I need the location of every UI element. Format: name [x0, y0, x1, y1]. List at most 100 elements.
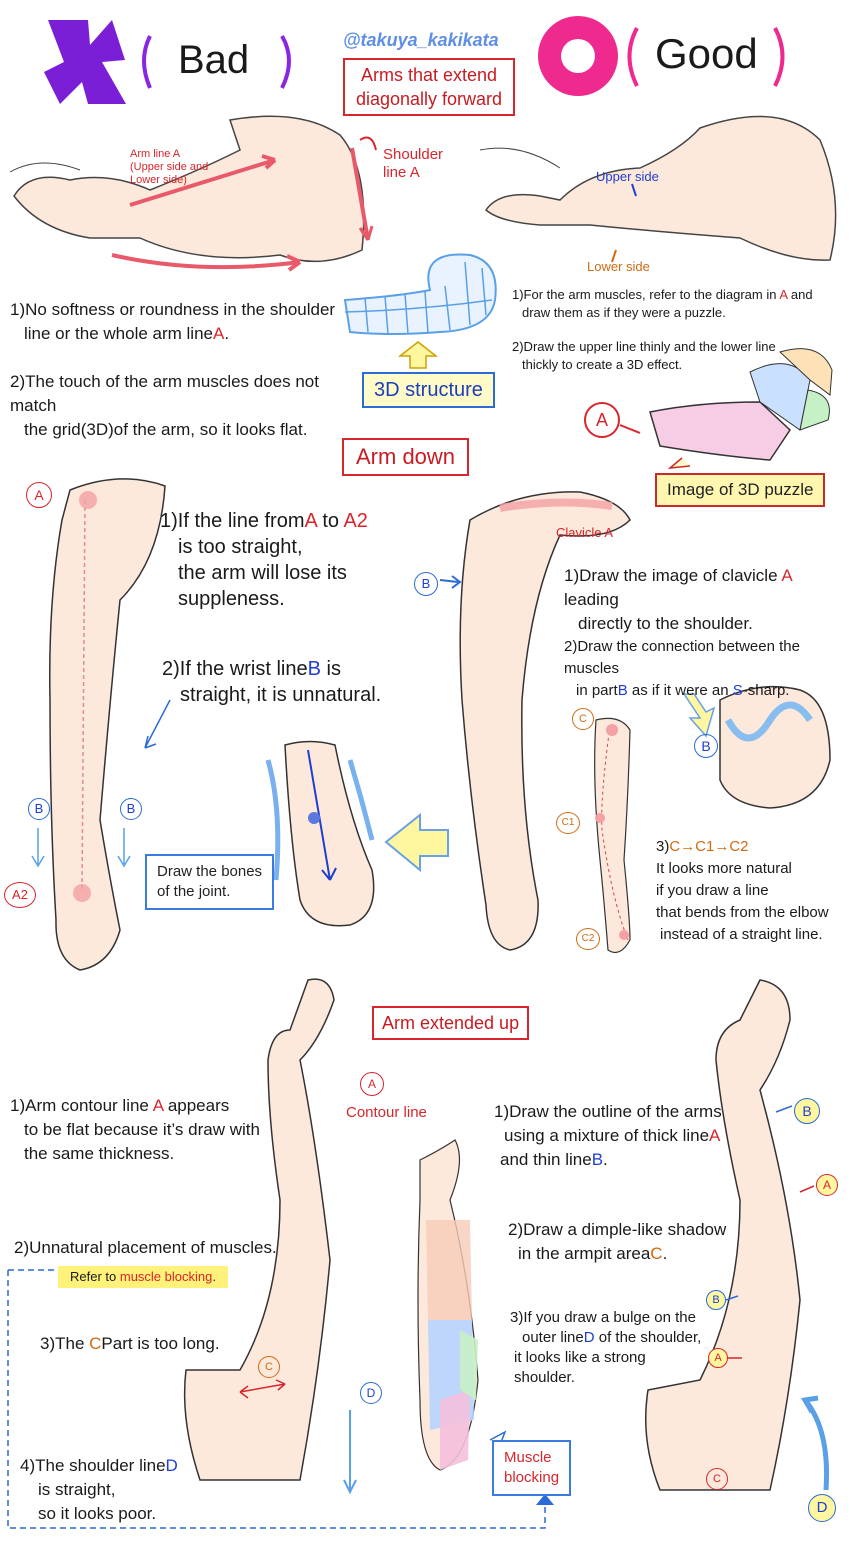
s2-good2-l1: 2)Draw the connection between the muscle…	[564, 638, 800, 677]
bad-label: Bad	[178, 38, 250, 82]
arm-up-good-2: 2)Draw a dimple-like shadow in the armpi…	[508, 1218, 728, 1266]
arm-down-good-1: 1)Draw the image of clavicle A leading d…	[564, 564, 849, 636]
arm-up-bad-1: 1)Arm contour line A appears to be flat …	[10, 1094, 310, 1166]
section1-title: Arms that extend diagonally forward	[343, 58, 515, 116]
s3-bad4-l1a: 4)The shoulder line	[20, 1456, 166, 1475]
muscle-blocking-link[interactable]: muscle blocking	[119, 1269, 213, 1284]
s3-good1-end: .	[603, 1150, 608, 1169]
good-label: Good	[655, 30, 758, 77]
section1-title-line1: Arms that extend	[360, 65, 498, 85]
circle-a-badge: A	[584, 402, 620, 438]
s3-good2-l2a: in the armpit area	[518, 1244, 651, 1263]
s3-good1-b: B	[591, 1150, 604, 1169]
circle-b-good-up: B	[794, 1098, 820, 1124]
bad-arm-horizontal	[9, 115, 377, 272]
circle-a2: A2	[4, 882, 36, 908]
arm-line-a-l1: Arm line A	[130, 148, 181, 160]
s2-good3-l4: that bends from the elbow	[656, 904, 829, 921]
arm-up-good-3: 3)If you draw a bulge on the outer lineD…	[510, 1308, 710, 1388]
s3-good1-l2a: using a mixture of thick line	[504, 1126, 710, 1145]
arm-up-bad-4: 4)The shoulder lineD is straight, so it …	[20, 1454, 220, 1526]
s2-bad1-a: A	[304, 510, 317, 532]
bad2-l2: the grid(3D)of the arm, so it looks flat…	[24, 420, 308, 439]
s3-bad1-a: A	[152, 1096, 164, 1115]
bad-arm-down	[31, 478, 171, 971]
contour-line-label: Contour line	[346, 1104, 427, 1121]
good1-l2: draw them as if they were a puzzle.	[522, 305, 726, 320]
s2-good2-l2b: as if it were an	[627, 682, 733, 699]
s3-good1-l1: 1)Draw the outline of the arms	[494, 1102, 722, 1121]
s3-bad3b: Part is too long.	[101, 1334, 220, 1353]
s2-good1-a: A	[781, 566, 792, 585]
s3-good3-d: D	[583, 1329, 595, 1346]
circle-c-bad: C	[258, 1356, 280, 1378]
s3-good2-end: .	[662, 1244, 668, 1263]
bones-l1: Draw the bones	[157, 863, 263, 880]
arm-line-a-l3: Lower side)	[130, 174, 187, 186]
shoulder-line-a-label: Shoulder line A	[383, 146, 443, 182]
s2-bad2-l1a: 2)If the wrist line	[162, 658, 308, 680]
s2-good3-l2: It looks more natural	[656, 860, 792, 877]
s2-good2-s: S	[732, 682, 743, 699]
s3-good1-a: A	[709, 1126, 721, 1145]
s2-good1-l1a: 1)Draw the image of clavicle	[564, 566, 782, 585]
good-circle-icon	[538, 16, 618, 96]
arm-down-title: Arm down	[342, 438, 470, 476]
good1-l1b: and	[787, 287, 813, 302]
3d-puzzle-illustration	[619, 348, 833, 469]
s3-bad1-l2: to be flat because it’s draw with	[24, 1120, 260, 1139]
bad1-end: .	[224, 324, 230, 343]
bad1-a: A	[212, 324, 225, 343]
refer-c: .	[212, 1269, 216, 1284]
s2-bad2-l2: straight, it is unnatural.	[180, 684, 382, 706]
3d-puzzle-label: Image of 3D puzzle	[655, 473, 826, 507]
s3-good3-l1: 3)If you draw a bulge on the	[510, 1309, 696, 1326]
arm-up-title: Arm extended up	[372, 1006, 530, 1040]
small-arm-down	[594, 717, 631, 953]
arm-down-bad-1: 1)If the line fromA to A2 is too straigh…	[160, 508, 420, 612]
clavicle-label: Clavicle A	[556, 525, 614, 540]
muscle-blocking-illustration	[417, 1139, 507, 1471]
3d-structure-label: 3D structure	[362, 372, 495, 408]
s2-bad2-l1b: is	[320, 658, 341, 680]
circle-b-right: B	[120, 798, 142, 820]
s3-bad4-d: D	[165, 1456, 178, 1475]
s2-good3-l3: if you draw a line	[656, 882, 769, 899]
good1-l1a: 1)For the arm muscles, refer to the diag…	[512, 287, 780, 302]
good2-l2: thickly to create a 3D effect.	[522, 357, 683, 372]
arm-up-good-1: 1)Draw the outline of the arms using a m…	[494, 1100, 734, 1172]
3d-structure-illustration	[343, 253, 497, 369]
bad1-l1: 1)No softness or roundness in the should…	[10, 300, 336, 319]
muscle-l1: Muscle	[504, 1449, 552, 1466]
upper-side-label: Upper side	[596, 169, 659, 184]
good1-a: A	[779, 287, 788, 302]
good-point-1: 1)For the arm muscles, refer to the diag…	[512, 286, 842, 322]
s2-good3-c: C→C1→C2	[669, 838, 749, 855]
circle-c1: C1	[556, 812, 580, 834]
s3-good3-l2a: outer line	[522, 1329, 584, 1346]
s2-bad1-l2: is too straight,	[178, 536, 303, 558]
bad-point-1: 1)No softness or roundness in the should…	[10, 298, 340, 346]
arm-line-a-label: Arm line A (Upper side and Lower side)	[130, 148, 208, 187]
refer-note[interactable]: Refer to muscle blocking.	[58, 1266, 228, 1288]
s3-bad3a: 3)The	[40, 1334, 90, 1353]
arm-down-bad-2: 2)If the wrist lineB is straight, it is …	[162, 656, 422, 708]
s2-good3-l1a: 3)	[656, 838, 670, 855]
s2-bad1-a2: A2	[343, 510, 368, 532]
circle-a-contour: A	[360, 1072, 384, 1096]
s3-good1-l3a: and thin line	[500, 1150, 592, 1169]
muscle-l2: blocking	[504, 1469, 560, 1486]
lower-side-label: Lower side	[587, 259, 650, 274]
circle-d-good: D	[808, 1494, 836, 1522]
muscle-blocking-label: Muscle blocking	[492, 1440, 572, 1496]
bad1-l2: line or the whole arm line	[24, 324, 213, 343]
s3-bad1-l3: the same thickness.	[24, 1144, 175, 1163]
circle-b-left: B	[28, 798, 50, 820]
shoulder-l1: Shoulder	[383, 146, 444, 163]
bones-note: Draw the bones of the joint.	[145, 854, 275, 910]
refer-a: Refer to	[70, 1269, 120, 1284]
s3-bad4-l2: is straight,	[38, 1480, 116, 1499]
bones-l2: of the joint.	[157, 883, 231, 900]
circle-b-closeup: B	[694, 734, 718, 758]
s2-bad2-b: B	[307, 658, 321, 680]
